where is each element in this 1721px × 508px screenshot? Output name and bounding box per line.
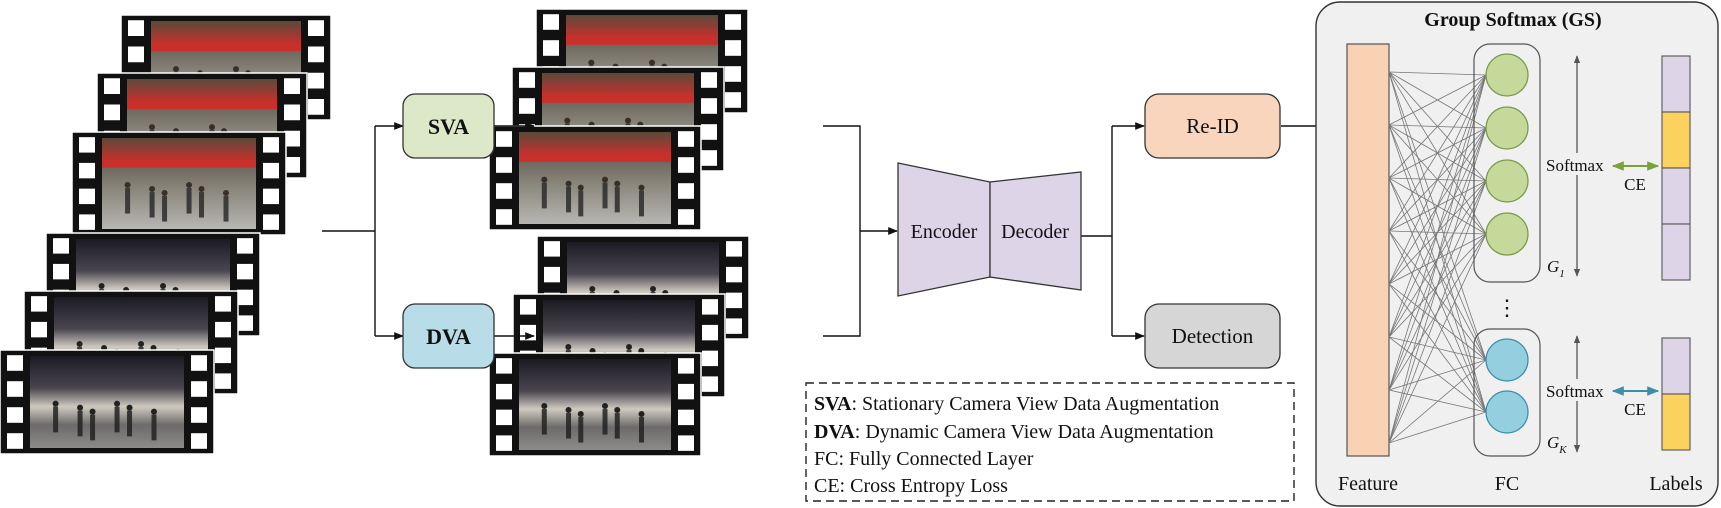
legend-line-4: CE: Cross Entropy Loss — [814, 475, 1008, 497]
mid-day-frame-1 — [488, 125, 702, 231]
legend-line-1: SVA: Stationary Camera View Data Augment… — [814, 393, 1219, 415]
fc-nodes — [1485, 53, 1529, 434]
detection-label: Detection — [1172, 324, 1254, 348]
fc-node-green-3 — [1485, 159, 1529, 203]
labels-column-1 — [1661, 55, 1691, 281]
reid-box: Re-ID — [1144, 93, 1281, 159]
fc-node-green-2 — [1485, 106, 1529, 150]
dva-box: DVA — [402, 303, 495, 369]
softmax-label-1: Softmax — [1546, 156, 1604, 175]
legend-line-2: DVA: Dynamic Camera View Data Augmentati… — [814, 421, 1214, 443]
reid-label: Re-ID — [1186, 114, 1238, 138]
fc-node-green-1 — [1485, 53, 1529, 97]
mid-night-frame-1 — [488, 352, 702, 457]
legend-box: SVA: Stationary Camera View Data Augment… — [805, 382, 1295, 502]
labels-label: Labels — [1649, 473, 1703, 495]
ce-label-1: CE — [1624, 175, 1646, 194]
fc-node-blue-1 — [1485, 338, 1529, 382]
left-night-frame-1 — [0, 349, 215, 455]
group-1-label: G1 — [1547, 257, 1565, 280]
sva-box: SVA — [402, 93, 495, 159]
gs-title: Group Softmax (GS) — [1424, 9, 1601, 31]
encoder-label: Encoder — [911, 221, 978, 243]
fc-label: FC — [1495, 473, 1519, 495]
feature-label: Feature — [1338, 473, 1398, 495]
softmax-label-k: Softmax — [1546, 382, 1604, 401]
decoder-shape — [989, 171, 1082, 291]
video-frames-group — [0, 8, 750, 457]
detection-box: Detection — [1144, 303, 1281, 369]
fc-connections — [1388, 71, 1487, 444]
encoder-decoder: Encoder Decoder — [897, 162, 1082, 297]
labels-column-k — [1661, 337, 1691, 451]
group-softmax-panel: Group Softmax (GS) Feature ⋮ FC Softmax … — [1315, 1, 1719, 507]
left-day-frame-1 — [71, 131, 287, 236]
fc-group-1 — [1473, 43, 1541, 283]
fc-node-green-4 — [1485, 212, 1529, 256]
dva-label: DVA — [426, 324, 471, 349]
sva-label: SVA — [428, 114, 469, 139]
fc-ellipsis: ⋮ — [1496, 295, 1518, 320]
fc-group-k — [1473, 328, 1541, 457]
group-k-label: GK — [1547, 433, 1567, 456]
ce-label-k: CE — [1624, 400, 1646, 419]
decoder-label: Decoder — [1001, 221, 1069, 243]
feature-bar — [1346, 43, 1390, 457]
fc-node-blue-2 — [1485, 390, 1529, 434]
legend-line-3: FC: Fully Connected Layer — [814, 448, 1034, 470]
